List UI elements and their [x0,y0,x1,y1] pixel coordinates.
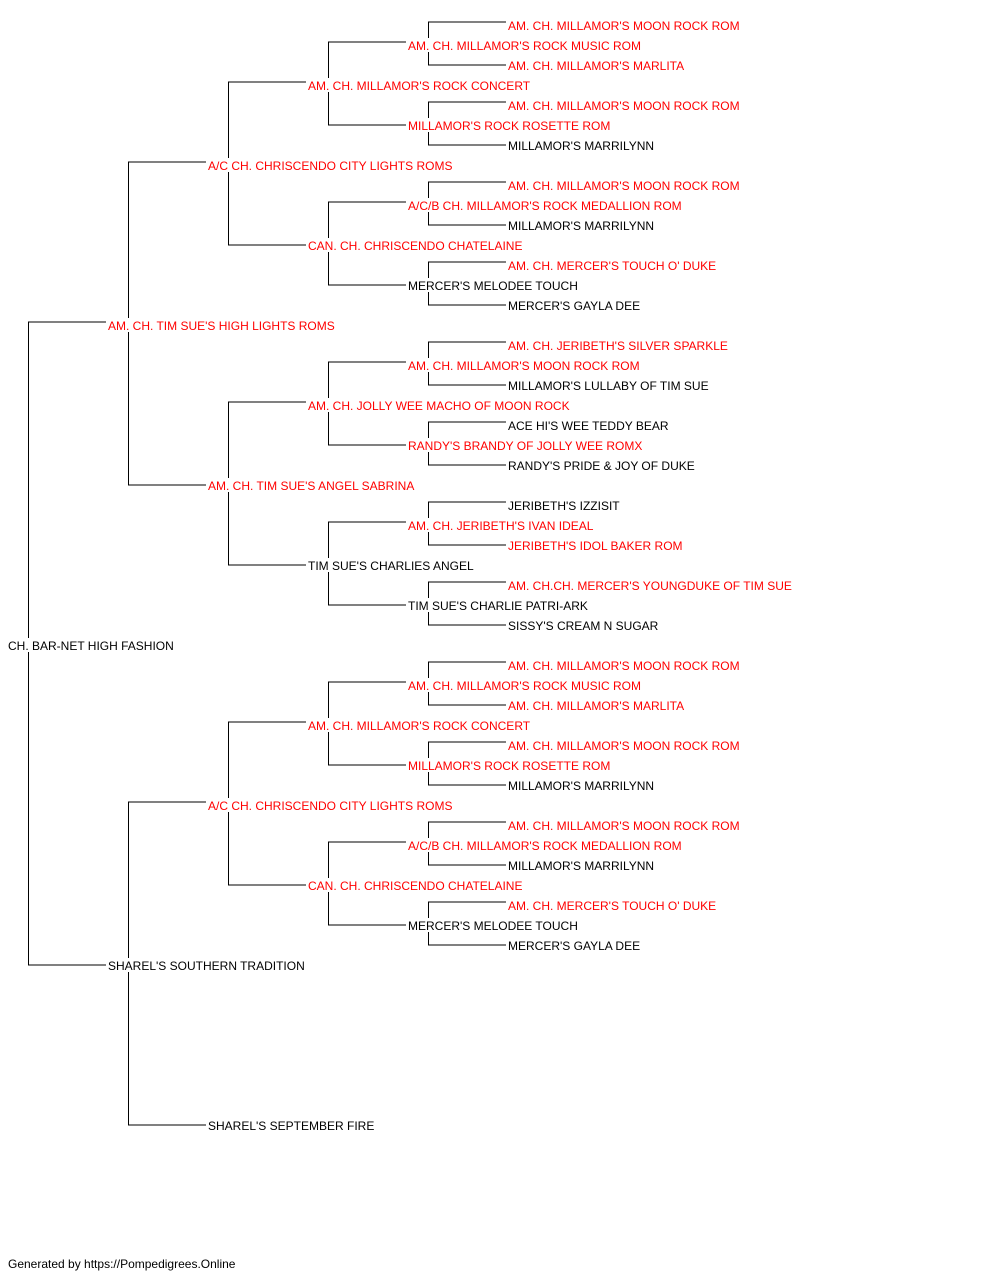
dog-name-sire-sire-dam-sire-sire: AM. CH. MILLAMOR'S MOON ROCK ROM [508,179,740,193]
dog-name-dam-sire-sire-sire-dam: AM. CH. MILLAMOR'S MARLITA [508,699,685,713]
dog-name-sire-dam-dam-sire: AM. CH. JERIBETH'S IVAN IDEAL [408,519,594,533]
dog-name-sire-dam-sire-dam-dam: RANDY'S PRIDE & JOY OF DUKE [508,459,695,473]
dog-name-sire-dam-sire-sire: AM. CH. MILLAMOR'S MOON ROCK ROM [408,359,640,373]
dog-name-sire-sire-dam-sire-dam: MILLAMOR'S MARRILYNN [508,219,655,233]
dog-name-sire-sire-sire-dam: MILLAMOR'S ROCK ROSETTE ROM [408,119,611,133]
dog-name-dam-sire-sire: AM. CH. MILLAMOR'S ROCK CONCERT [308,719,531,733]
dog-name-sire-dam-sire: AM. CH. JOLLY WEE MACHO OF MOON ROCK [308,399,570,413]
dog-name-sire-sire-sire-dam-sire: AM. CH. MILLAMOR'S MOON ROCK ROM [508,99,740,113]
dog-name-dam-sire: A/C CH. CHRISCENDO CITY LIGHTS ROMS [208,799,453,813]
dog-name-sire-dam-dam-sire-sire: JERIBETH'S IZZISIT [508,499,620,513]
dog-name-sire-sire: A/C CH. CHRISCENDO CITY LIGHTS ROMS [208,159,453,173]
dog-name-dam-sire-dam-dam: MERCER'S MELODEE TOUCH [408,919,578,933]
dog-name-dam-sire-dam-dam-dam: MERCER'S GAYLA DEE [508,939,641,953]
dog-name-sire-dam-sire-dam: RANDY'S BRANDY OF JOLLY WEE ROMX [408,439,643,453]
footer-credit: Generated by https://Pompedigrees.Online [8,1257,236,1271]
dog-name-dam: SHAREL'S SOUTHERN TRADITION [108,959,305,973]
dog-name-sire-dam-dam-dam: TIM SUE'S CHARLIE PATRI-ARK [408,599,588,613]
dog-name-subject: CH. BAR-NET HIGH FASHION [8,639,174,653]
dog-name-dam-dam: SHAREL'S SEPTEMBER FIRE [208,1119,375,1133]
dog-name-sire: AM. CH. TIM SUE'S HIGH LIGHTS ROMS [108,319,335,333]
dog-name-sire-sire-sire-dam-dam: MILLAMOR'S MARRILYNN [508,139,655,153]
dog-name-sire-dam-sire-dam-sire: ACE HI'S WEE TEDDY BEAR [508,419,669,433]
dog-name-dam-sire-dam: CAN. CH. CHRISCENDO CHATELAINE [308,879,523,893]
dog-name-dam-sire-dam-sire: A/C/B CH. MILLAMOR'S ROCK MEDALLION ROM [408,839,682,853]
dog-name-dam-sire-sire-dam: MILLAMOR'S ROCK ROSETTE ROM [408,759,611,773]
dog-name-sire-dam-dam-dam-dam: SISSY'S CREAM N SUGAR [508,619,659,633]
dog-name-sire-sire-sire: AM. CH. MILLAMOR'S ROCK CONCERT [308,79,531,93]
dog-name-dam-sire-dam-dam-sire: AM. CH. MERCER'S TOUCH O' DUKE [508,899,717,913]
dog-name-dam-sire-sire-sire: AM. CH. MILLAMOR'S ROCK MUSIC ROM [408,679,641,693]
dog-name-sire-dam-sire-sire-dam: MILLAMOR'S LULLABY OF TIM SUE [508,379,709,393]
dog-name-sire-dam-dam-sire-dam: JERIBETH'S IDOL BAKER ROM [508,539,683,553]
dog-name-sire-sire-dam-sire: A/C/B CH. MILLAMOR'S ROCK MEDALLION ROM [408,199,682,213]
dog-name-dam-sire-dam-sire-sire: AM. CH. MILLAMOR'S MOON ROCK ROM [508,819,740,833]
dog-name-sire-dam-sire-sire-sire: AM. CH. JERIBETH'S SILVER SPARKLE [508,339,728,353]
dog-name-sire-sire-dam-dam-sire: AM. CH. MERCER'S TOUCH O' DUKE [508,259,717,273]
dog-name-sire-dam-dam: TIM SUE'S CHARLIES ANGEL [308,559,474,573]
dog-name-sire-sire-dam: CAN. CH. CHRISCENDO CHATELAINE [308,239,523,253]
dog-name-sire-sire-sire-sire-dam: AM. CH. MILLAMOR'S MARLITA [508,59,685,73]
dog-name-dam-sire-sire-dam-sire: AM. CH. MILLAMOR'S MOON ROCK ROM [508,739,740,753]
dog-name-dam-sire-sire-dam-dam: MILLAMOR'S MARRILYNN [508,779,655,793]
dog-name-dam-sire-dam-sire-dam: MILLAMOR'S MARRILYNN [508,859,655,873]
dog-name-sire-sire-sire-sire: AM. CH. MILLAMOR'S ROCK MUSIC ROM [408,39,641,53]
dog-name-dam-sire-sire-sire-sire: AM. CH. MILLAMOR'S MOON ROCK ROM [508,659,740,673]
dog-name-sire-sire-dam-dam-dam: MERCER'S GAYLA DEE [508,299,641,313]
dog-name-sire-dam-dam-dam-sire: AM. CH.CH. MERCER'S YOUNGDUKE OF TIM SUE [508,579,792,593]
dog-name-sire-dam: AM. CH. TIM SUE'S ANGEL SABRINA [208,479,415,493]
dog-name-sire-sire-sire-sire-sire: AM. CH. MILLAMOR'S MOON ROCK ROM [508,19,740,33]
dog-name-sire-sire-dam-dam: MERCER'S MELODEE TOUCH [408,279,578,293]
